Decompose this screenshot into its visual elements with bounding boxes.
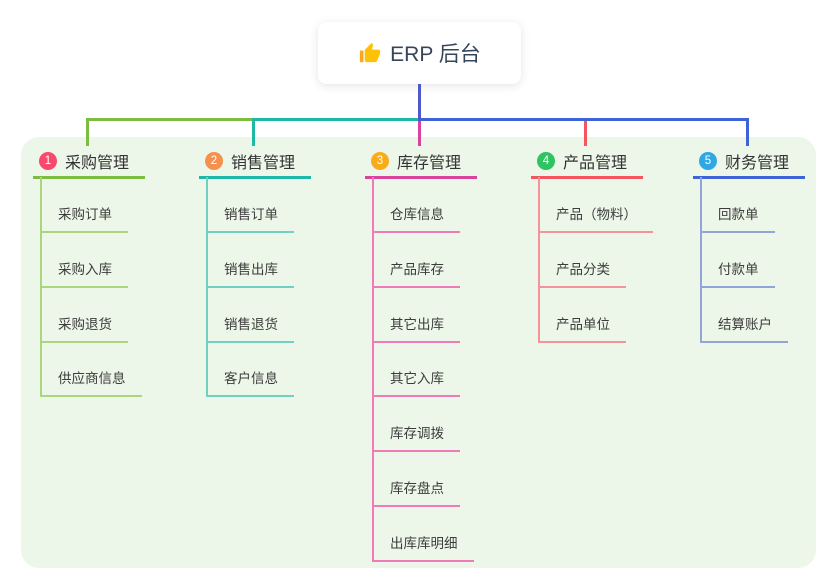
child-node[interactable]: 回款单 <box>700 201 775 233</box>
branch-badge-3: 3 <box>371 152 389 170</box>
child-node-label: 回款单 <box>718 207 759 222</box>
child-node[interactable]: 采购退货 <box>40 311 128 343</box>
connector-branch1-drop <box>86 118 89 146</box>
child-node-label: 销售出库 <box>224 262 278 277</box>
branch-title-1[interactable]: 1 采购管理 <box>39 151 130 172</box>
mindmap-panel <box>21 137 816 568</box>
child-node[interactable]: 库存盘点 <box>372 475 460 507</box>
root-label: ERP 后台 <box>390 43 481 66</box>
branch-children-rail-4 <box>538 177 540 343</box>
branch-title-3[interactable]: 3 库存管理 <box>371 151 462 172</box>
child-node[interactable]: 供应商信息 <box>40 365 142 397</box>
child-node[interactable]: 其它入库 <box>372 365 460 397</box>
child-node[interactable]: 销售订单 <box>206 201 294 233</box>
branch-title-underline-3 <box>365 176 477 179</box>
child-node-label: 产品（物料） <box>556 207 637 222</box>
branch-children-rail-3 <box>372 177 374 562</box>
branch-badge-2: 2 <box>205 152 223 170</box>
connector-branch2-drop <box>252 118 255 146</box>
child-node[interactable]: 销售出库 <box>206 256 294 288</box>
child-node[interactable]: 产品（物料） <box>538 201 653 233</box>
child-node-label: 仓库信息 <box>390 207 444 222</box>
branch-title-label: 销售管理 <box>231 155 296 172</box>
child-node[interactable]: 产品库存 <box>372 256 460 288</box>
connector-branch5-horizontal <box>418 118 749 121</box>
connector-branch2-horizontal <box>252 118 421 121</box>
branch-title-5[interactable]: 5 财务管理 <box>699 151 790 172</box>
child-node[interactable]: 付款单 <box>700 256 775 288</box>
child-node-label: 供应商信息 <box>58 371 126 386</box>
child-node-label: 其它入库 <box>390 371 444 386</box>
connector-branch5-drop <box>746 118 749 146</box>
child-node-label: 产品分类 <box>556 262 610 277</box>
branch-badge-4: 4 <box>537 152 555 170</box>
branch-title-2[interactable]: 2 销售管理 <box>205 151 296 172</box>
connector-branch4-drop <box>584 118 587 146</box>
child-node-label: 库存调拨 <box>390 426 444 441</box>
child-node-label: 库存盘点 <box>390 481 444 496</box>
branch-children-rail-5 <box>700 177 702 343</box>
child-node[interactable]: 出库库明细 <box>372 530 474 562</box>
child-node-label: 销售订单 <box>224 207 278 222</box>
child-node-label: 付款单 <box>718 262 759 277</box>
branch-badge-1: 1 <box>39 152 57 170</box>
child-node[interactable]: 库存调拨 <box>372 420 460 452</box>
branch-title-underline-2 <box>199 176 311 179</box>
child-node-label: 出库库明细 <box>390 536 458 551</box>
child-node[interactable]: 产品单位 <box>538 311 626 343</box>
connector-branch3-drop <box>418 118 421 146</box>
child-node-label: 其它出库 <box>390 317 444 332</box>
child-node[interactable]: 仓库信息 <box>372 201 460 233</box>
child-node-label: 采购订单 <box>58 207 112 222</box>
child-node[interactable]: 销售退货 <box>206 311 294 343</box>
branch-title-label: 产品管理 <box>563 155 628 172</box>
root-node[interactable]: ERP 后台 <box>318 22 521 84</box>
child-node-label: 产品单位 <box>556 317 610 332</box>
branch-title-label: 采购管理 <box>65 155 130 172</box>
branch-title-underline-4 <box>531 176 643 179</box>
child-node-label: 结算账户 <box>718 317 772 332</box>
child-node-label: 销售退货 <box>224 317 278 332</box>
child-node[interactable]: 客户信息 <box>206 365 294 397</box>
child-node[interactable]: 采购入库 <box>40 256 128 288</box>
branch-title-underline-5 <box>693 176 805 179</box>
thumbs-up-icon <box>360 42 381 62</box>
branch-title-underline-1 <box>33 176 145 179</box>
branch-title-label: 财务管理 <box>725 155 790 172</box>
child-node[interactable]: 其它出库 <box>372 311 460 343</box>
child-node-label: 采购退货 <box>58 317 112 332</box>
branch-badge-5: 5 <box>699 152 717 170</box>
child-node-label: 产品库存 <box>390 262 444 277</box>
branch-title-label: 库存管理 <box>397 155 462 172</box>
branch-title-4[interactable]: 4 产品管理 <box>537 151 628 172</box>
connector-root-stem <box>418 84 421 121</box>
child-node[interactable]: 结算账户 <box>700 311 788 343</box>
child-node[interactable]: 产品分类 <box>538 256 626 288</box>
child-node-label: 采购入库 <box>58 262 112 277</box>
child-node-label: 客户信息 <box>224 371 278 386</box>
child-node[interactable]: 采购订单 <box>40 201 128 233</box>
